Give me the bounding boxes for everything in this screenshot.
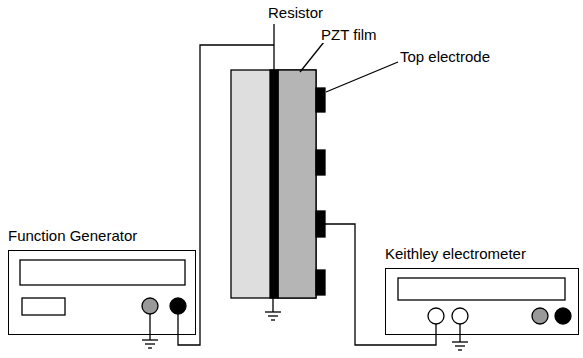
terminal bbox=[428, 308, 444, 324]
wire bbox=[459, 324, 460, 342]
leader-line bbox=[300, 42, 324, 72]
display bbox=[398, 278, 565, 300]
top-electrode bbox=[316, 88, 325, 112]
instrument-name: Keithley electrometer bbox=[385, 245, 526, 262]
wire bbox=[272, 298, 273, 312]
wire bbox=[149, 314, 150, 340]
terminal bbox=[452, 308, 468, 324]
leader-line bbox=[326, 62, 398, 92]
pzt-layer bbox=[278, 70, 316, 298]
display bbox=[22, 298, 65, 315]
electrometer: Keithley electrometer bbox=[385, 268, 579, 335]
part-label: PZT film bbox=[320, 26, 378, 43]
ground-symbol bbox=[265, 312, 281, 320]
substrate bbox=[231, 70, 316, 298]
part-label: Top electrode bbox=[399, 48, 491, 65]
leader-line bbox=[273, 24, 274, 70]
wire bbox=[178, 45, 274, 345]
terminal bbox=[142, 298, 158, 314]
ground-symbol bbox=[452, 342, 468, 350]
terminal bbox=[555, 308, 571, 324]
wire bbox=[322, 224, 436, 345]
display bbox=[20, 260, 185, 285]
resistor-layer bbox=[270, 70, 278, 298]
ground-symbol bbox=[142, 340, 158, 348]
top-electrode bbox=[316, 150, 325, 175]
part-label: Resistor bbox=[267, 4, 324, 21]
top-electrode bbox=[316, 270, 325, 295]
instrument-name: Function Generator bbox=[8, 227, 137, 244]
function-generator: Function Generator bbox=[8, 250, 196, 335]
terminal bbox=[532, 308, 548, 324]
terminal bbox=[170, 298, 186, 314]
